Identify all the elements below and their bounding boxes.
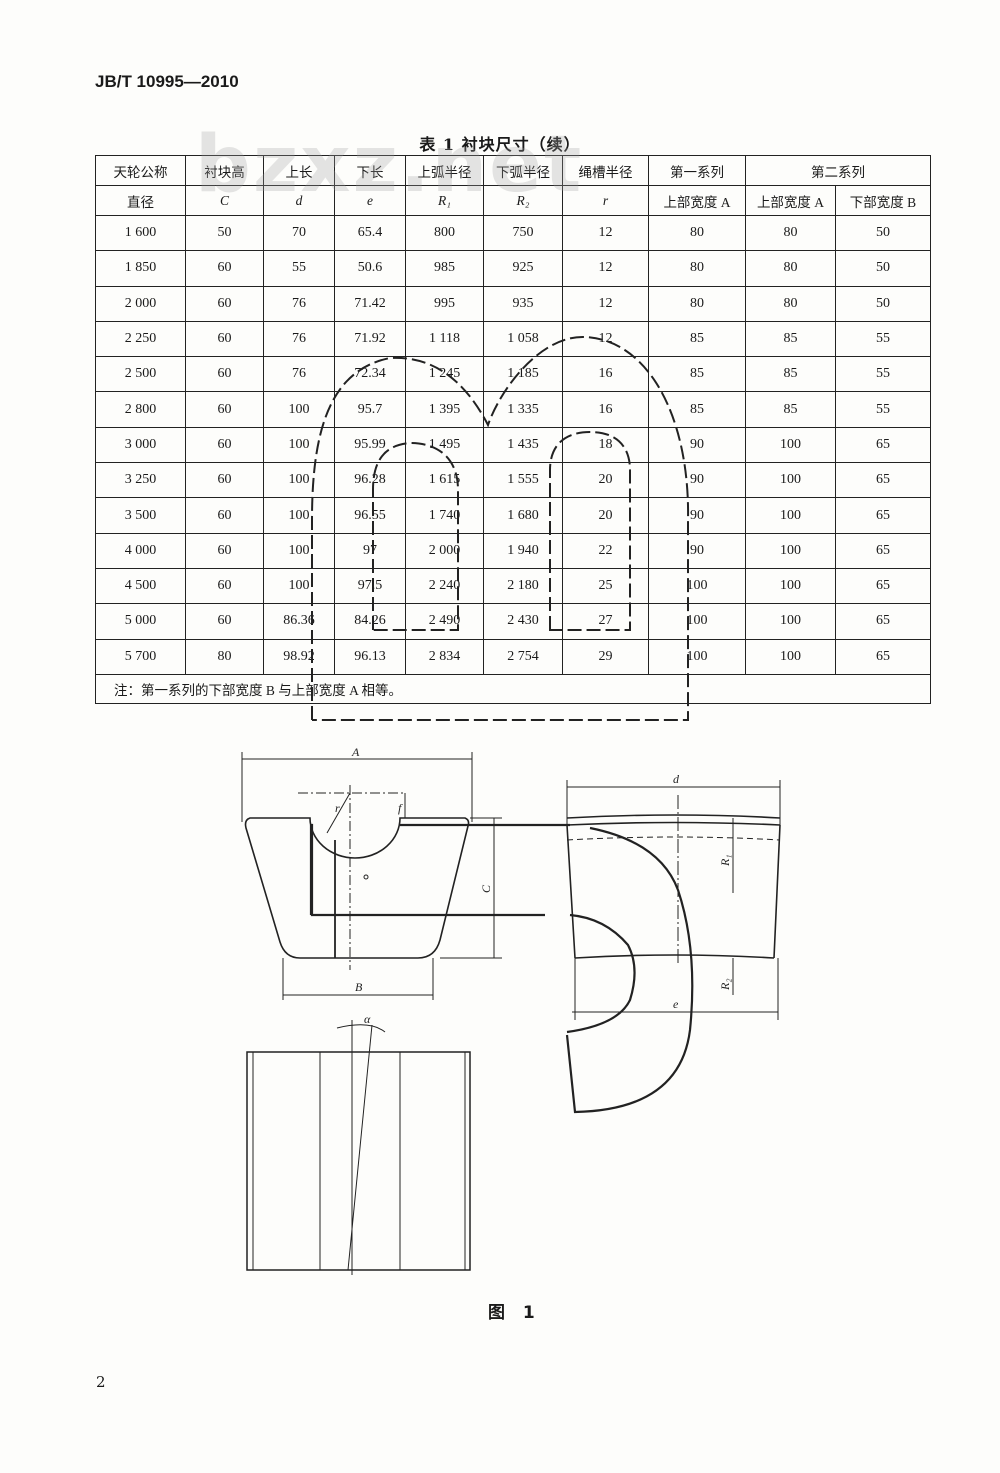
label-f: f	[398, 801, 403, 815]
table-cell: 65	[835, 638, 931, 675]
label-r: r	[335, 801, 340, 815]
table-cell: 935	[483, 285, 563, 322]
table-title: 表 1 衬块尺寸（续）	[419, 135, 581, 154]
table-cell: 60	[185, 497, 264, 534]
table-cell: 4 000	[95, 532, 186, 569]
table-cell: 85	[745, 356, 836, 393]
table-cell: 55	[835, 356, 931, 393]
table-cell: 995	[405, 285, 484, 322]
col-header: 天轮公称	[95, 155, 186, 186]
table-cell: 70	[263, 214, 335, 252]
label-e: e	[673, 997, 679, 1011]
table-cell: 100	[745, 532, 836, 569]
table-cell: 3 000	[95, 426, 186, 464]
side-view	[565, 780, 781, 1114]
col-symbol: d	[263, 185, 335, 216]
col-header: 上弧半径	[405, 155, 484, 186]
standard-code: JB/T 10995—2010	[95, 72, 239, 91]
table-cell: 65	[835, 426, 931, 464]
label-B: B	[355, 980, 363, 994]
table-cell: 50	[835, 250, 931, 287]
table-cell: 5 000	[95, 603, 186, 640]
table-cell: 5 700	[95, 638, 186, 675]
table-cell: 60	[185, 532, 264, 569]
table-cell: 80	[185, 638, 264, 675]
table-cell: 65	[835, 532, 931, 569]
table-cell: 750	[483, 214, 563, 252]
table-cell: 65	[835, 497, 931, 534]
table-cell: 60	[185, 250, 264, 287]
table-cell: 800	[405, 214, 484, 252]
table-cell: 2 800	[95, 391, 186, 428]
label-d: d	[673, 772, 680, 786]
table-cell: 60	[185, 426, 264, 464]
table-cell: 60	[185, 391, 264, 428]
table-cell: 50	[835, 285, 931, 322]
col-symbol: e	[334, 185, 406, 216]
watermark: bzxz.net	[195, 120, 584, 210]
dimension-arc-alpha	[336, 1024, 386, 1033]
table-cell: 50	[185, 214, 264, 252]
table-cell: 1 600	[95, 214, 186, 252]
col-header: 上长	[263, 155, 335, 186]
table-cell: 100	[745, 497, 836, 534]
table-cell: 55	[835, 320, 931, 358]
label-A: A	[351, 745, 360, 759]
table-cell: 100	[745, 462, 836, 499]
table-cell: 65	[835, 603, 931, 640]
col-symbol: r	[562, 185, 649, 216]
sub-header: 上部宽度 A	[745, 185, 836, 216]
table-cell: 4 500	[95, 567, 186, 605]
header-row-1: 天轮公称 衬块高 上长 下长 上弧半径 下弧半径 绳槽半径 第一系列 第二系列	[95, 155, 931, 186]
table-cell: 65.4	[334, 214, 406, 252]
table-cell: 925	[483, 250, 563, 287]
label-R1: R₁	[718, 854, 732, 867]
table-cell: 76	[263, 285, 335, 322]
table-cell: 12	[562, 250, 649, 287]
table-cell: 60	[185, 462, 264, 499]
col-header: 绳槽半径	[562, 155, 649, 186]
table-cell: 2 250	[95, 320, 186, 358]
table-cell: 60	[185, 603, 264, 640]
table-cell: 100	[745, 638, 836, 675]
sub-header: 下部宽度 B	[835, 185, 931, 216]
figure-caption: 图 1	[488, 1303, 541, 1323]
table-cell: 55	[835, 391, 931, 428]
table-cell: 100	[745, 426, 836, 464]
table-cell: 60	[185, 320, 264, 358]
table-cell: 55	[263, 250, 335, 287]
table-cell: 3 500	[95, 497, 186, 534]
front-view	[241, 752, 570, 1000]
label-C: C	[479, 884, 493, 893]
label-alpha: α	[364, 1012, 371, 1026]
table-cell: 3 250	[95, 462, 186, 499]
table-cell: 80	[648, 285, 746, 322]
col-header: 下弧半径	[483, 155, 563, 186]
page-number: 2	[96, 1373, 106, 1391]
table-cell: 85	[745, 320, 836, 358]
table-cell: 60	[185, 285, 264, 322]
group-header: 第一系列	[648, 155, 746, 186]
table-cell: 50	[835, 214, 931, 252]
label-R2: R₂	[718, 978, 732, 991]
col-symbol: 直径	[95, 185, 186, 216]
col-symbol: R₁	[405, 185, 484, 216]
top-view	[246, 1020, 471, 1275]
table-cell: 71.42	[334, 285, 406, 322]
